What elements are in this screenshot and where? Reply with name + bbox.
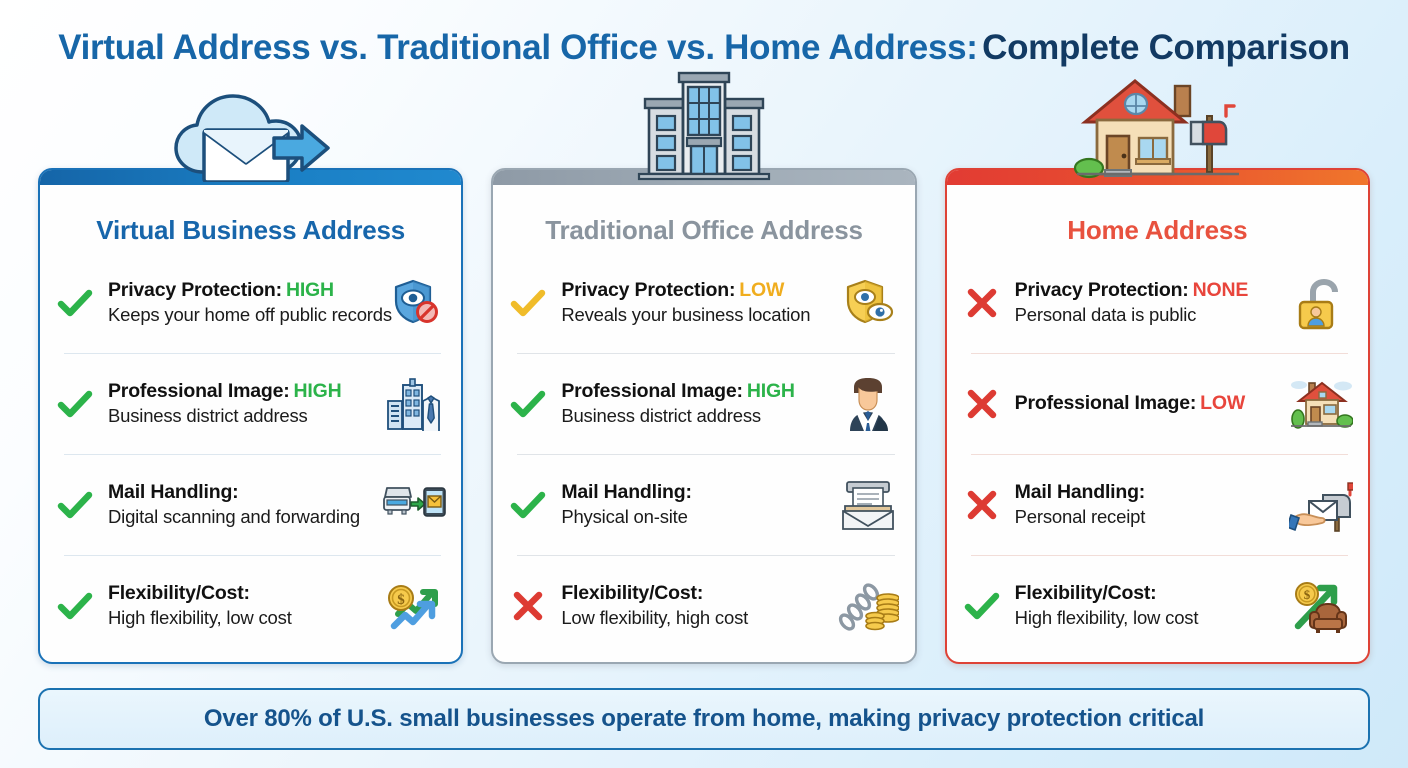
- card-accent-bar-home: [946, 170, 1368, 185]
- cross-red-icon: [959, 280, 1005, 326]
- hand-mailbox-icon: [1288, 477, 1354, 533]
- feature-sub: Reveals your business location: [561, 303, 811, 325]
- feature-label: Mail Handling:: [1014, 481, 1146, 504]
- svg-text:$: $: [1304, 587, 1311, 602]
- feature-sub: Personal receipt: [1014, 505, 1146, 527]
- skyscraper-necktie-icon: [381, 376, 447, 432]
- statistic-banner-text: Over 80% of U.S. small businesses operat…: [203, 705, 1205, 732]
- feature-row[interactable]: Privacy Protection:HIGH Keeps your home …: [52, 252, 447, 353]
- feature-sub: Business district address: [108, 404, 308, 426]
- feature-row[interactable]: Professional Image:HIGH Business distric…: [505, 353, 900, 454]
- page-title-main: Virtual Address vs. Traditional Office v…: [58, 28, 978, 67]
- card-title-virtual: Virtual Business Address: [96, 215, 406, 245]
- feature-row[interactable]: Mail Handling: Personal receipt: [959, 454, 1354, 555]
- feature-label: Professional Image:HIGH: [108, 380, 342, 403]
- feature-sub: Low flexibility, high cost: [561, 606, 749, 628]
- coin-arrow-armchair-icon: $: [1288, 578, 1354, 634]
- card-accent-bar-office: [493, 170, 915, 185]
- feature-row[interactable]: Privacy Protection:NONE Personal data is…: [959, 252, 1354, 353]
- feature-row[interactable]: Flexibility/Cost: Low flexibility, high …: [505, 555, 900, 656]
- feature-sub: Keeps your home off public records: [108, 303, 392, 325]
- check-green-icon: [505, 381, 551, 427]
- house-outdoor-icon: [1288, 376, 1354, 432]
- mail-tray-envelope-icon: [835, 477, 901, 533]
- feature-row[interactable]: Professional Image:HIGH Business distric…: [52, 353, 447, 454]
- comparison-cards: Virtual Business Address Privacy Protect…: [38, 71, 1370, 664]
- feature-list-home: Privacy Protection:NONE Personal data is…: [947, 252, 1368, 662]
- feature-value: LOW: [1200, 392, 1246, 415]
- feature-label: Privacy Protection:NONE: [1014, 279, 1249, 302]
- shield-eye-visible-icon: [835, 275, 901, 331]
- feature-label: Flexibility/Cost:: [561, 582, 704, 605]
- feature-list-office: Privacy Protection:LOW Reveals your busi…: [493, 252, 914, 662]
- cross-red-icon: [959, 381, 1005, 427]
- feature-row[interactable]: Mail Handling: Digital scanning and forw…: [52, 454, 447, 555]
- coin-growth-arrows-icon: $: [381, 578, 447, 634]
- feature-sub: Personal data is public: [1014, 303, 1197, 325]
- check-amber-icon: [505, 280, 551, 326]
- feature-sub: High flexibility, low cost: [108, 606, 292, 628]
- shield-eye-blocked-icon: [381, 275, 447, 331]
- feature-list-virtual: Privacy Protection:HIGH Keeps your home …: [40, 252, 461, 662]
- feature-value: LOW: [739, 279, 785, 302]
- card-accent-bar-virtual: [40, 170, 462, 185]
- cross-red-icon: [505, 583, 551, 629]
- cross-red-icon: [959, 482, 1005, 528]
- card-virtual-business-address[interactable]: Virtual Business Address Privacy Protect…: [38, 94, 464, 664]
- feature-row[interactable]: Mail Handling: Physical on-site: [505, 454, 900, 555]
- feature-value: HIGH: [293, 380, 342, 403]
- feature-row[interactable]: Professional Image:LOW: [959, 353, 1354, 454]
- feature-label: Privacy Protection:HIGH: [108, 279, 334, 302]
- open-padlock-person-icon: [1288, 275, 1354, 331]
- card-title-office: Traditional Office Address: [545, 215, 863, 245]
- check-green-icon: [52, 381, 98, 427]
- feature-label: Flexibility/Cost:: [1014, 582, 1157, 605]
- feature-label: Privacy Protection:LOW: [561, 279, 785, 302]
- feature-sub: Digital scanning and forwarding: [108, 505, 360, 527]
- statistic-banner: Over 80% of U.S. small businesses operat…: [38, 688, 1370, 750]
- card-traditional-office-address[interactable]: Traditional Office Address Privacy Prote…: [491, 71, 917, 664]
- feature-sub: Physical on-site: [561, 505, 688, 527]
- feature-label: Flexibility/Cost:: [108, 582, 250, 605]
- svg-text:$: $: [398, 592, 406, 608]
- feature-row[interactable]: Flexibility/Cost: High flexibility, low …: [959, 555, 1354, 656]
- card-home-address[interactable]: Home Address Privacy Protection:NONE Per…: [944, 79, 1370, 664]
- feature-value: HIGH: [746, 380, 795, 403]
- feature-row[interactable]: Privacy Protection:LOW Reveals your busi…: [505, 252, 900, 353]
- check-green-icon: [52, 280, 98, 326]
- check-green-icon: [52, 482, 98, 528]
- businessman-suit-icon: [835, 376, 901, 432]
- feature-label: Professional Image:LOW: [1014, 392, 1246, 415]
- feature-value: NONE: [1192, 279, 1249, 302]
- feature-sub: Business district address: [561, 404, 761, 426]
- page-title: Virtual Address vs. Traditional Office v…: [0, 28, 1408, 68]
- feature-label: Mail Handling:: [561, 481, 692, 504]
- check-green-icon: [959, 583, 1005, 629]
- chain-coins-icon: [835, 578, 901, 634]
- feature-row[interactable]: Flexibility/Cost: High flexibility, low …: [52, 555, 447, 656]
- check-green-icon: [52, 583, 98, 629]
- page-title-accent: Complete Comparison: [982, 28, 1350, 67]
- feature-label: Mail Handling:: [108, 481, 239, 504]
- check-green-icon: [505, 482, 551, 528]
- feature-label: Professional Image:HIGH: [561, 380, 795, 403]
- scanner-email-icon: [381, 477, 447, 533]
- card-title-home: Home Address: [1067, 215, 1248, 245]
- feature-sub: High flexibility, low cost: [1014, 606, 1199, 628]
- feature-value: HIGH: [285, 279, 334, 302]
